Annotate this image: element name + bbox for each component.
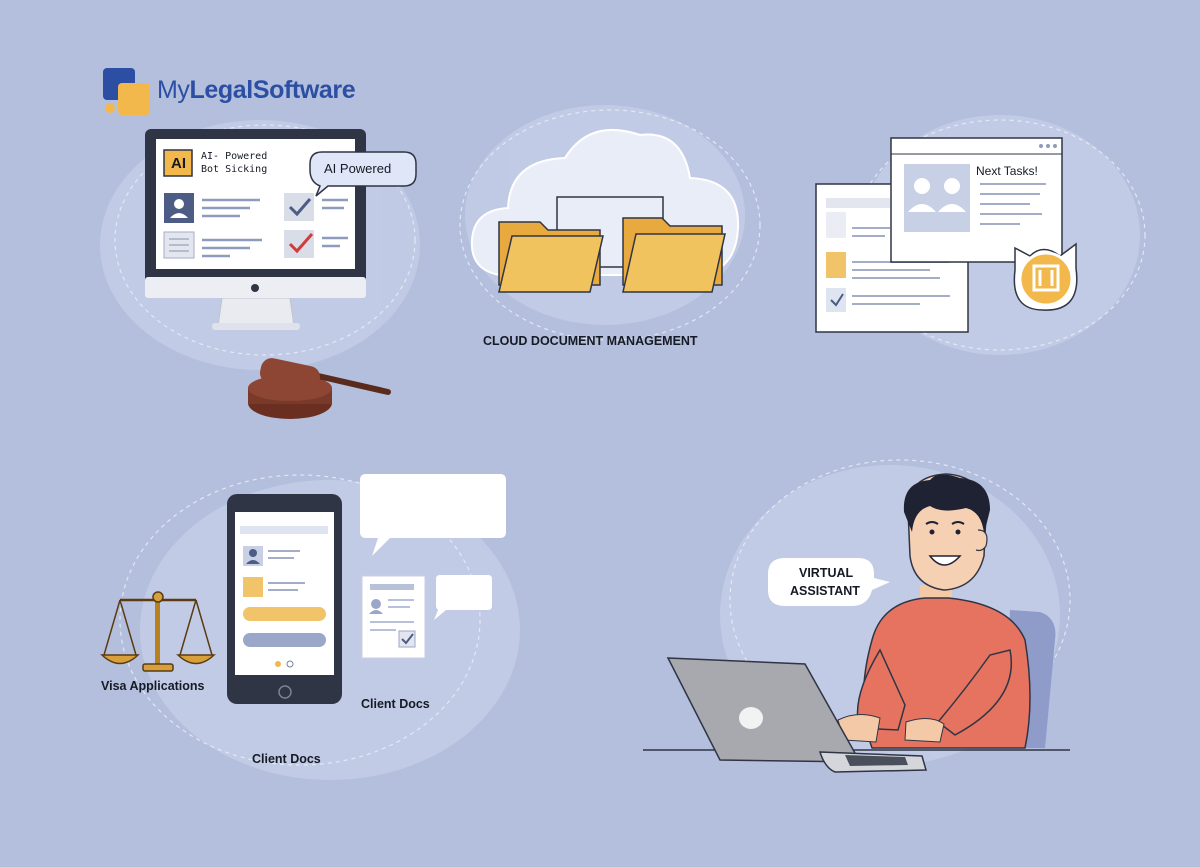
gavel-icon — [248, 358, 391, 419]
cloud-caption: CLOUD DOCUMENT MANAGEMENT — [483, 334, 698, 348]
next-tasks-title: Next Tasks! — [976, 164, 1038, 178]
desktop-monitor — [145, 129, 417, 330]
assistant-bubble-line1: VIRTUAL — [799, 566, 854, 580]
client-docs-caption: Client Docs — [361, 697, 430, 711]
ai-powered-bubble-label: AI Powered — [324, 161, 392, 176]
chat-bubbles — [360, 474, 506, 620]
brand-name: MyLegalSoftware — [157, 76, 356, 105]
smartphone — [227, 494, 342, 704]
monitor-heading-line1: AI- Powered — [201, 151, 268, 162]
laptop-icon — [643, 657, 1070, 773]
brand-logo-icon — [103, 68, 150, 115]
virtual-assistant-person — [837, 473, 1056, 749]
assistant-speech-bubble — [768, 558, 890, 606]
client-docs-phone-caption: Client Docs — [252, 752, 321, 766]
assistant-bubble-line2: ASSISTANT — [790, 584, 860, 598]
cloud-storage-icon — [470, 128, 740, 293]
task-windows — [815, 137, 1078, 333]
monitor-heading-line2: Bot Sicking — [201, 164, 268, 175]
scales-of-justice-icon — [100, 591, 216, 672]
brand-prefix: My — [157, 76, 190, 104]
visa-applications-caption: Visa Applications — [101, 679, 205, 693]
brand-suffix: LegalSoftware — [189, 76, 356, 104]
client-document-icon — [361, 575, 426, 659]
ai-badge: AI — [171, 155, 186, 172]
